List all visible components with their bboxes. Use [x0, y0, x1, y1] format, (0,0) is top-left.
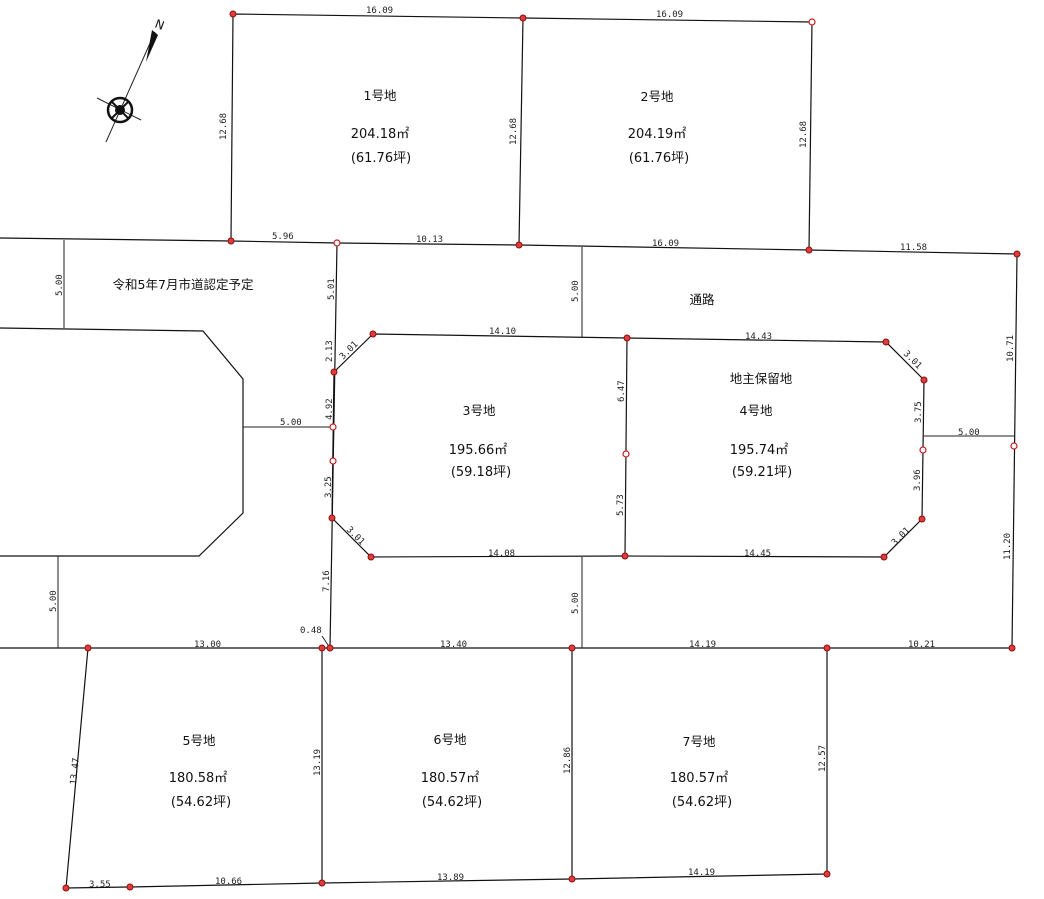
- left-block: [0, 327, 244, 557]
- dim-h500r: 5.00: [958, 428, 980, 438]
- road-note: 令和5年7月市道認定予定: [113, 277, 254, 292]
- dim-l2-right: 12.68: [799, 121, 809, 148]
- dim-v1120: 11.20: [1003, 533, 1013, 560]
- lot-7: 7号地 180.57㎡ (54.62坪): [670, 734, 732, 810]
- dim-v1071: 10.71: [1006, 335, 1016, 362]
- lot-3-name: 3号地: [463, 403, 496, 418]
- dim-v573: 5.73: [616, 494, 626, 516]
- lot-2-name: 2号地: [641, 89, 674, 104]
- dim-top1: 16.09: [366, 6, 393, 16]
- dim-c301a: 3.01: [338, 340, 360, 362]
- dim-road-left-w: 5.00: [55, 274, 65, 296]
- lot-6-area: 180.57㎡: [421, 771, 480, 786]
- dim-r2b: 13.00: [194, 640, 221, 650]
- dim-v375: 3.75: [914, 401, 924, 423]
- lot-5: 5号地 180.58㎡ (54.62坪): [169, 733, 231, 810]
- dim-l1-mid: 12.68: [509, 118, 519, 145]
- survey-points: [62, 10, 1021, 892]
- dim-l5-left: 13.47: [69, 757, 82, 785]
- dim-h500l: 5.00: [280, 418, 302, 428]
- dim-r1c: 16.09: [652, 239, 679, 249]
- north-arrow-icon: [146, 30, 158, 62]
- lot-7-area: 180.57㎡: [670, 771, 729, 786]
- dim-b3: 13.89: [437, 873, 464, 883]
- lot-3: 3号地 195.66㎡ (59.18坪): [449, 403, 511, 480]
- dimension-labels: 16.09 16.09 12.68 12.68 12.68 5.96 10.13…: [49, 6, 1016, 890]
- lot-6-tsubo: (54.62坪): [422, 795, 482, 810]
- lot-3-area: 195.66㎡: [449, 443, 508, 458]
- dim-l3-bot: 14.08: [488, 549, 515, 559]
- lot-4-area: 195.74㎡: [730, 443, 789, 458]
- dim-v396: 3.96: [913, 469, 923, 491]
- dim-b1: 3.55: [89, 880, 111, 890]
- dim-l7-right: 12.57: [818, 745, 828, 772]
- dim-l3-top: 14.10: [489, 327, 516, 337]
- lot-4-name: 4号地: [740, 403, 773, 418]
- passage-label: 通路: [689, 292, 715, 307]
- lot-4: 4号地 195.74㎡ (59.21坪): [730, 403, 792, 480]
- lot-5-tsubo: (54.62坪): [171, 795, 231, 810]
- lot-6: 6号地 180.57㎡ (54.62坪): [421, 732, 482, 810]
- dim-r2e: 10.21: [908, 640, 935, 650]
- dim-l1-left: 12.68: [219, 113, 229, 140]
- lot-6-name: 6号地: [434, 732, 467, 747]
- dim-v500b: 5.00: [49, 590, 59, 612]
- lot-5-area: 180.58㎡: [169, 771, 228, 786]
- lot-7-name: 7号地: [683, 734, 716, 749]
- road-line-upper: [0, 237, 1018, 255]
- dim-v716: 7.16: [322, 570, 332, 592]
- lot-2-area: 204.19㎡: [628, 127, 687, 142]
- dim-b4: 14.19: [688, 868, 715, 878]
- dim-c301d: 3.01: [890, 526, 912, 548]
- dimension-arrows: [57, 240, 1014, 649]
- dim-r2d: 14.19: [689, 640, 716, 650]
- dim-v213: 2.13: [325, 340, 335, 362]
- lot-1-area: 204.18㎡: [351, 127, 410, 142]
- lot-1-name: 1号地: [364, 88, 397, 103]
- dim-v492: 4.92: [325, 398, 335, 420]
- lot-2-tsubo: (61.76坪): [629, 151, 689, 166]
- lot-5-name: 5号地: [183, 733, 216, 748]
- dim-r1a: 5.96: [272, 232, 294, 242]
- lot-1-2-boundaries: [230, 13, 813, 251]
- dim-top2: 16.09: [656, 10, 683, 20]
- bottom-lots: [65, 647, 828, 889]
- lot-1-tsubo: (61.76坪): [351, 151, 411, 166]
- dim-v501: 5.01: [327, 278, 337, 300]
- dim-l6-right: 12.86: [563, 747, 573, 774]
- dim-l4-bot: 14.45: [744, 549, 771, 559]
- reserved-label: 地主保留地: [730, 371, 793, 386]
- dim-b2: 10.66: [215, 877, 242, 887]
- dim-r1b: 10.13: [416, 235, 443, 245]
- dim-v500a: 5.00: [571, 280, 581, 302]
- dim-l5-right: 13.19: [313, 749, 323, 776]
- north-label: N: [153, 17, 166, 33]
- dim-v647: 6.47: [617, 380, 627, 402]
- center-block: [331, 333, 925, 558]
- compass: N: [96, 17, 166, 143]
- compass-rose-icon: [106, 96, 134, 124]
- dim-r1d: 11.58: [900, 243, 927, 253]
- dim-r2c: 13.40: [440, 640, 467, 650]
- dim-l4-top: 14.43: [745, 332, 772, 342]
- dim-v325: 3.25: [324, 476, 334, 498]
- dim-v500c: 5.00: [571, 592, 581, 614]
- dim-r2a: 0.48: [300, 626, 322, 636]
- lot-2: 2号地 204.19㎡ (61.76坪): [628, 89, 689, 166]
- lot-7-tsubo: (54.62坪): [672, 795, 732, 810]
- lot-3-tsubo: (59.18坪): [451, 465, 511, 480]
- dim-c301c: 3.01: [344, 525, 366, 547]
- lot-4-tsubo: (59.21坪): [732, 465, 792, 480]
- lot-1: 1号地 204.18㎡ (61.76坪): [351, 88, 411, 166]
